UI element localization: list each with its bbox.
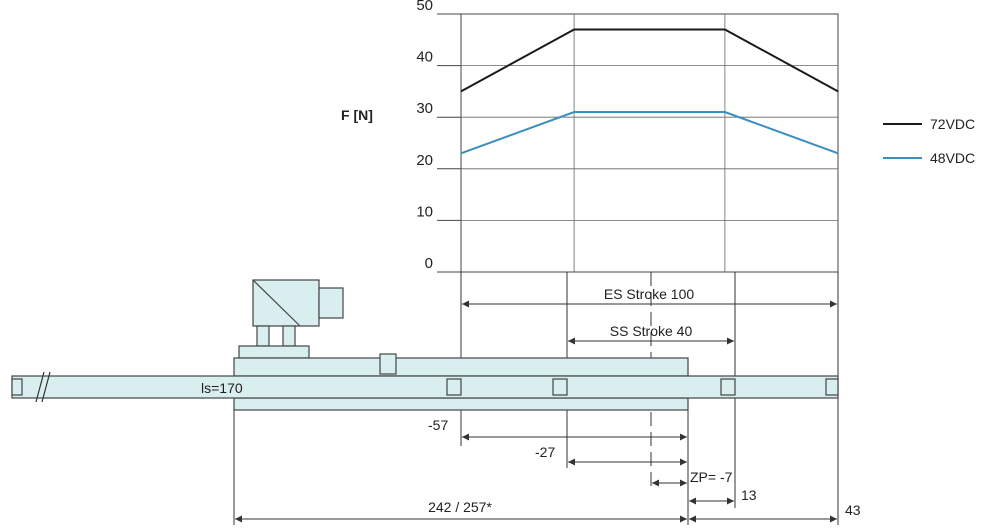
housing-fitting bbox=[379, 353, 397, 375]
y-tick-label: 30 bbox=[416, 100, 433, 117]
legend-label-48vdc: 48VDC bbox=[930, 150, 975, 166]
slider-rod bbox=[11, 375, 839, 399]
y-tick-label: 10 bbox=[416, 203, 433, 220]
series-line-72vdc bbox=[460, 28, 839, 93]
motor-head-bevel bbox=[252, 279, 301, 327]
es-start-position: -57 bbox=[428, 417, 448, 433]
ss-stroke-label: SS Stroke 40 bbox=[610, 323, 693, 339]
legend: 72VDC 48VDC bbox=[883, 116, 975, 166]
es-stroke-label: ES Stroke 100 bbox=[604, 286, 694, 302]
y-tick-label: 20 bbox=[416, 152, 433, 169]
break-mark-2 bbox=[41, 371, 51, 403]
mount-plate bbox=[238, 345, 310, 359]
mount-leg-left bbox=[256, 325, 270, 347]
break-mark-1 bbox=[35, 371, 45, 403]
es-end-position: 43 bbox=[845, 502, 861, 518]
series-line-48vdc bbox=[460, 111, 839, 155]
legend-label-72vdc: 72VDC bbox=[930, 116, 975, 132]
linear-actuator-drawing: ls=170 bbox=[11, 279, 839, 411]
chart-grid bbox=[437, 13, 839, 273]
rod-end-cap-right bbox=[825, 378, 839, 396]
y-tick-label: 40 bbox=[416, 49, 433, 66]
force-chart: 0 10 20 30 40 50 F [N] bbox=[341, 0, 839, 273]
position-dimensions: -57 -27 ZP= -7 13 242 / 257* 43 bbox=[235, 417, 861, 523]
chart-series bbox=[460, 28, 839, 155]
plot-frame bbox=[460, 13, 839, 273]
y-axis-ticks: 0 10 20 30 40 50 bbox=[416, 0, 433, 272]
zero-point-label: ZP= -7 bbox=[690, 469, 733, 485]
ss-end-position: 13 bbox=[741, 487, 757, 503]
total-length-label: 242 / 257* bbox=[428, 499, 492, 515]
stator-housing-top bbox=[233, 357, 689, 377]
rod-marker-1 bbox=[446, 378, 462, 396]
rod-marker-2 bbox=[552, 378, 568, 396]
motor-head bbox=[252, 279, 320, 327]
stroke-dimensions: ES Stroke 100 SS Stroke 40 bbox=[462, 286, 837, 345]
y-tick-label: 0 bbox=[425, 255, 433, 272]
connector-plug bbox=[318, 287, 344, 319]
rod-marker-3 bbox=[720, 378, 736, 396]
ss-start-position: -27 bbox=[535, 444, 555, 460]
y-axis-label: F [N] bbox=[341, 107, 373, 123]
stator-housing-bottom bbox=[233, 397, 689, 411]
y-tick-label: 50 bbox=[416, 0, 433, 14]
rod-end-cap-left bbox=[11, 378, 23, 396]
ls-label: ls=170 bbox=[201, 380, 243, 396]
mount-leg-right bbox=[282, 325, 296, 347]
